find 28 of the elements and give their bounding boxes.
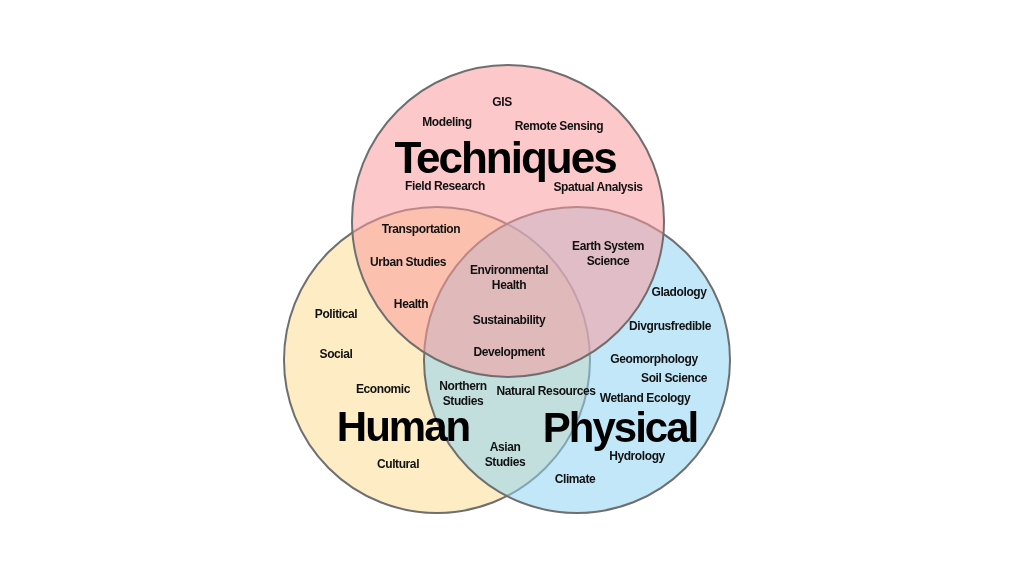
topic-label: Climate [554, 471, 596, 487]
topic-label: Geomorphology [610, 351, 698, 367]
topic-label: Urban Studies [369, 254, 447, 270]
topic-label: Asian Studies [483, 440, 527, 470]
topic-label: Sustainability [472, 312, 546, 328]
topic-label: Northern Studies [438, 379, 488, 409]
topic-label: Cultural [376, 456, 420, 472]
topic-label: Hydrology [609, 448, 665, 464]
topic-label: Social [319, 346, 353, 362]
topic-label: Development [473, 344, 545, 360]
topic-label: Spatual Analysis [553, 179, 643, 195]
topic-label: Soil Science [641, 370, 707, 386]
topic-label: Political [314, 306, 358, 322]
topic-label: Divgrusfredible [629, 318, 711, 334]
topic-label: Wetland Ecology [599, 390, 691, 406]
circle-heading: Techniques [394, 136, 616, 180]
topic-label: Modeling [422, 114, 472, 130]
topic-label: Transportation [381, 221, 461, 237]
topic-label: Health [393, 296, 429, 312]
topic-label: GIS [492, 94, 512, 110]
topic-label: Remote Sensing [514, 118, 604, 134]
circle-heading: Physical [542, 407, 698, 449]
topic-label: Natural Resources [496, 383, 596, 399]
topic-label: Earth System Science [571, 239, 645, 269]
topic-label: Field Research [405, 178, 485, 194]
topic-label: Economic [355, 381, 411, 397]
topic-label: Environmental Health [468, 263, 550, 293]
topic-label: Gladology [651, 284, 707, 300]
